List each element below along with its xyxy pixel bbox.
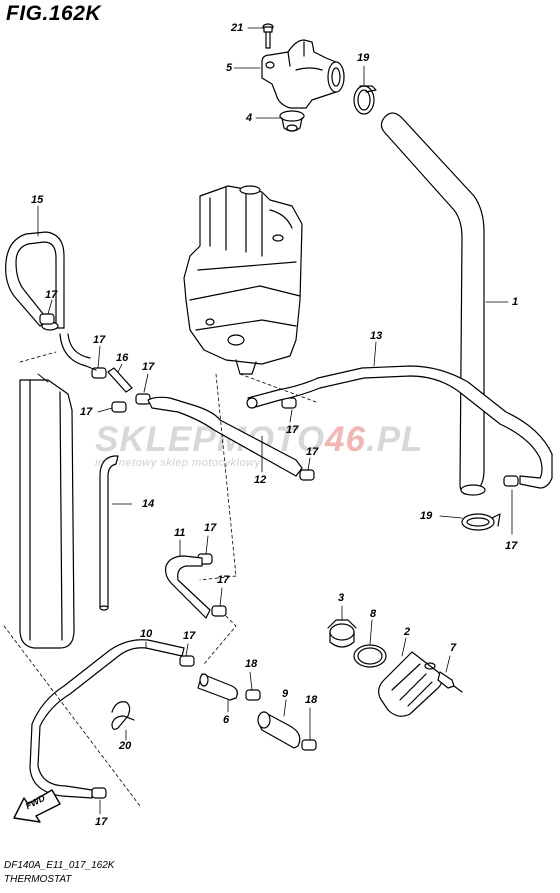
part-9-hose[interactable] bbox=[257, 711, 301, 749]
callout-17-c: 17 bbox=[142, 361, 155, 373]
callout-8: 8 bbox=[370, 608, 377, 620]
callout-19-top: 19 bbox=[357, 52, 370, 64]
part-18-clamp-b[interactable] bbox=[301, 739, 317, 751]
callout-10: 10 bbox=[140, 628, 153, 640]
callout-21: 21 bbox=[231, 22, 244, 34]
part-18-clamp-a[interactable] bbox=[245, 689, 261, 701]
figure-name: THERMOSTAT bbox=[4, 874, 72, 885]
callout-17-e: 17 bbox=[286, 424, 299, 436]
part-4-thermostat[interactable] bbox=[279, 110, 305, 132]
part-6-pipe[interactable] bbox=[197, 673, 238, 701]
part-5-thermostat-housing[interactable] bbox=[261, 39, 345, 109]
figure-title: FIG.162K bbox=[6, 2, 102, 25]
part-17-clip-d[interactable] bbox=[135, 393, 151, 405]
callout-19-bottom: 19 bbox=[420, 510, 433, 522]
callout-17-g: 17 bbox=[204, 522, 217, 534]
part-2-cover[interactable] bbox=[378, 651, 443, 717]
part-11-hose[interactable] bbox=[165, 555, 211, 619]
part-19-clamp-bottom[interactable] bbox=[461, 513, 501, 531]
callout-4: 4 bbox=[246, 112, 253, 124]
part-17-clip-j[interactable] bbox=[179, 655, 195, 667]
callout-17-k: 17 bbox=[95, 816, 108, 828]
callout-17-b: 17 bbox=[93, 334, 106, 346]
callout-3: 3 bbox=[338, 592, 345, 604]
part-3-valve[interactable] bbox=[327, 619, 357, 648]
part-8-gasket[interactable] bbox=[353, 644, 387, 668]
part-17-clip-k[interactable] bbox=[91, 787, 107, 799]
callout-5: 5 bbox=[226, 62, 233, 74]
callout-16: 16 bbox=[116, 352, 129, 364]
callout-17-d: 17 bbox=[80, 406, 93, 418]
part-17-clip-h[interactable] bbox=[211, 605, 227, 617]
callout-2: 2 bbox=[404, 626, 411, 638]
part-15-hose[interactable] bbox=[5, 231, 65, 331]
part-20-clip[interactable] bbox=[111, 701, 135, 730]
callout-14: 14 bbox=[142, 498, 155, 510]
callout-13: 13 bbox=[370, 330, 383, 342]
part-21-bolt[interactable] bbox=[262, 23, 274, 49]
part-17-clip-c[interactable] bbox=[111, 401, 127, 413]
callout-20: 20 bbox=[119, 740, 132, 752]
callout-15: 15 bbox=[31, 194, 44, 206]
vapor-separator-assembly bbox=[183, 185, 303, 375]
callout-11: 11 bbox=[174, 527, 186, 539]
watermark-tagline: internetowy sklep motocyklowy bbox=[95, 457, 261, 469]
watermark: SKLEPMOTO46.PL bbox=[95, 420, 424, 459]
part-14-hose[interactable] bbox=[99, 455, 119, 611]
part-1-hose[interactable] bbox=[380, 112, 486, 496]
part-12-hose[interactable] bbox=[147, 396, 303, 477]
leader-lines bbox=[3, 27, 513, 815]
callout-17-f: 17 bbox=[306, 446, 319, 458]
part-14-cover[interactable] bbox=[19, 373, 75, 649]
part-17-clip-i[interactable] bbox=[503, 475, 519, 487]
callout-17-a: 17 bbox=[45, 289, 58, 301]
callout-17-i: 17 bbox=[505, 540, 518, 552]
callout-9: 9 bbox=[282, 688, 289, 700]
part-10-hose[interactable] bbox=[29, 639, 185, 799]
figure-code: DF140A_E11_017_162K bbox=[4, 860, 115, 871]
callout-1: 1 bbox=[512, 296, 519, 308]
part-17-clip-a[interactable] bbox=[39, 313, 55, 325]
callout-6: 6 bbox=[223, 714, 230, 726]
hose-segment-15-lower[interactable] bbox=[59, 333, 97, 371]
part-7-bolt[interactable] bbox=[437, 671, 463, 693]
fwd-arrow-icon bbox=[13, 789, 61, 823]
part-17-clip-b[interactable] bbox=[91, 367, 107, 379]
callout-17-h: 17 bbox=[217, 574, 230, 586]
part-16-connector[interactable] bbox=[107, 367, 133, 393]
callout-18-a: 18 bbox=[245, 658, 258, 670]
callout-12: 12 bbox=[254, 474, 267, 486]
part-17-clip-f[interactable] bbox=[299, 469, 315, 481]
callout-17-j: 17 bbox=[183, 630, 196, 642]
callout-18-b: 18 bbox=[305, 694, 318, 706]
part-13-hose[interactable] bbox=[246, 365, 553, 489]
part-19-clamp-top[interactable] bbox=[353, 85, 377, 115]
callout-7: 7 bbox=[450, 642, 457, 654]
